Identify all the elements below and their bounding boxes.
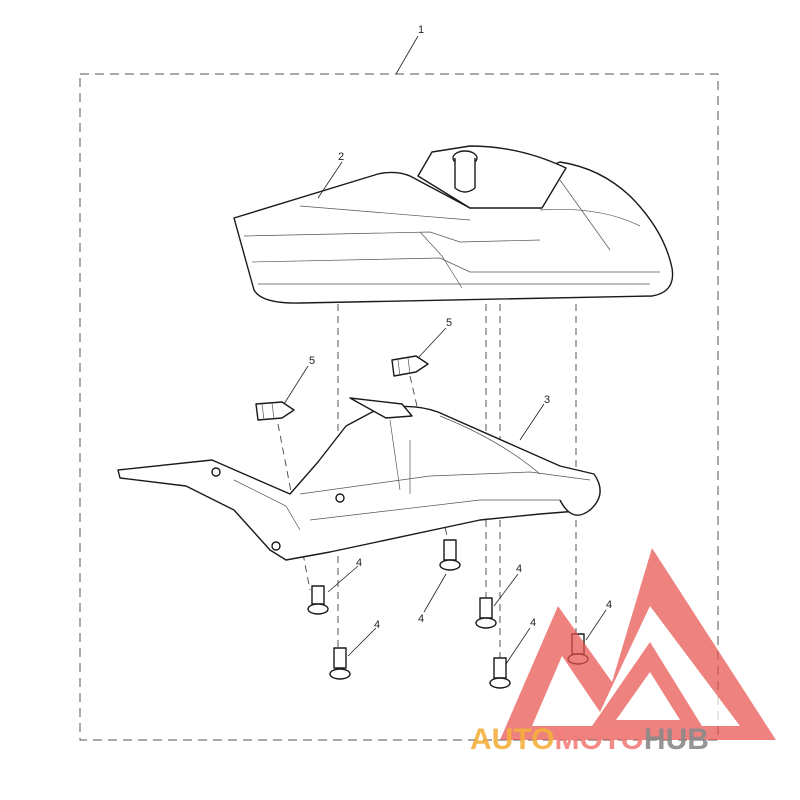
callout-5-left: 5 <box>309 355 315 367</box>
callout-4-d: 4 <box>374 619 380 631</box>
screw-1 <box>307 585 329 615</box>
mounting-bracket <box>117 397 601 561</box>
seat-cowl <box>233 145 674 304</box>
clip-right <box>391 355 429 377</box>
callout-4-c: 4 <box>516 563 522 575</box>
screw-2 <box>439 539 461 571</box>
callout-5-right: 5 <box>446 317 452 329</box>
callout-3: 3 <box>544 394 550 406</box>
callout-4-b: 4 <box>418 613 424 625</box>
screw-4 <box>329 647 351 680</box>
watermark-auto: AUTO <box>470 723 554 756</box>
callout-1: 1 <box>418 24 424 36</box>
watermark-logo <box>500 548 776 740</box>
watermark-text: AUTOMOTOHUB <box>470 723 709 756</box>
callout-2: 2 <box>338 151 344 163</box>
callout-4-a: 4 <box>356 557 362 569</box>
callout-4-e: 4 <box>530 617 536 629</box>
callout-4-f: 4 <box>606 599 612 611</box>
watermark-moto: MOTO <box>554 723 643 756</box>
screw-5 <box>489 657 511 689</box>
clip-left <box>255 401 295 421</box>
kit-boundary <box>79 73 719 741</box>
watermark-hub: HUB <box>644 723 709 756</box>
screw-3 <box>475 597 497 629</box>
